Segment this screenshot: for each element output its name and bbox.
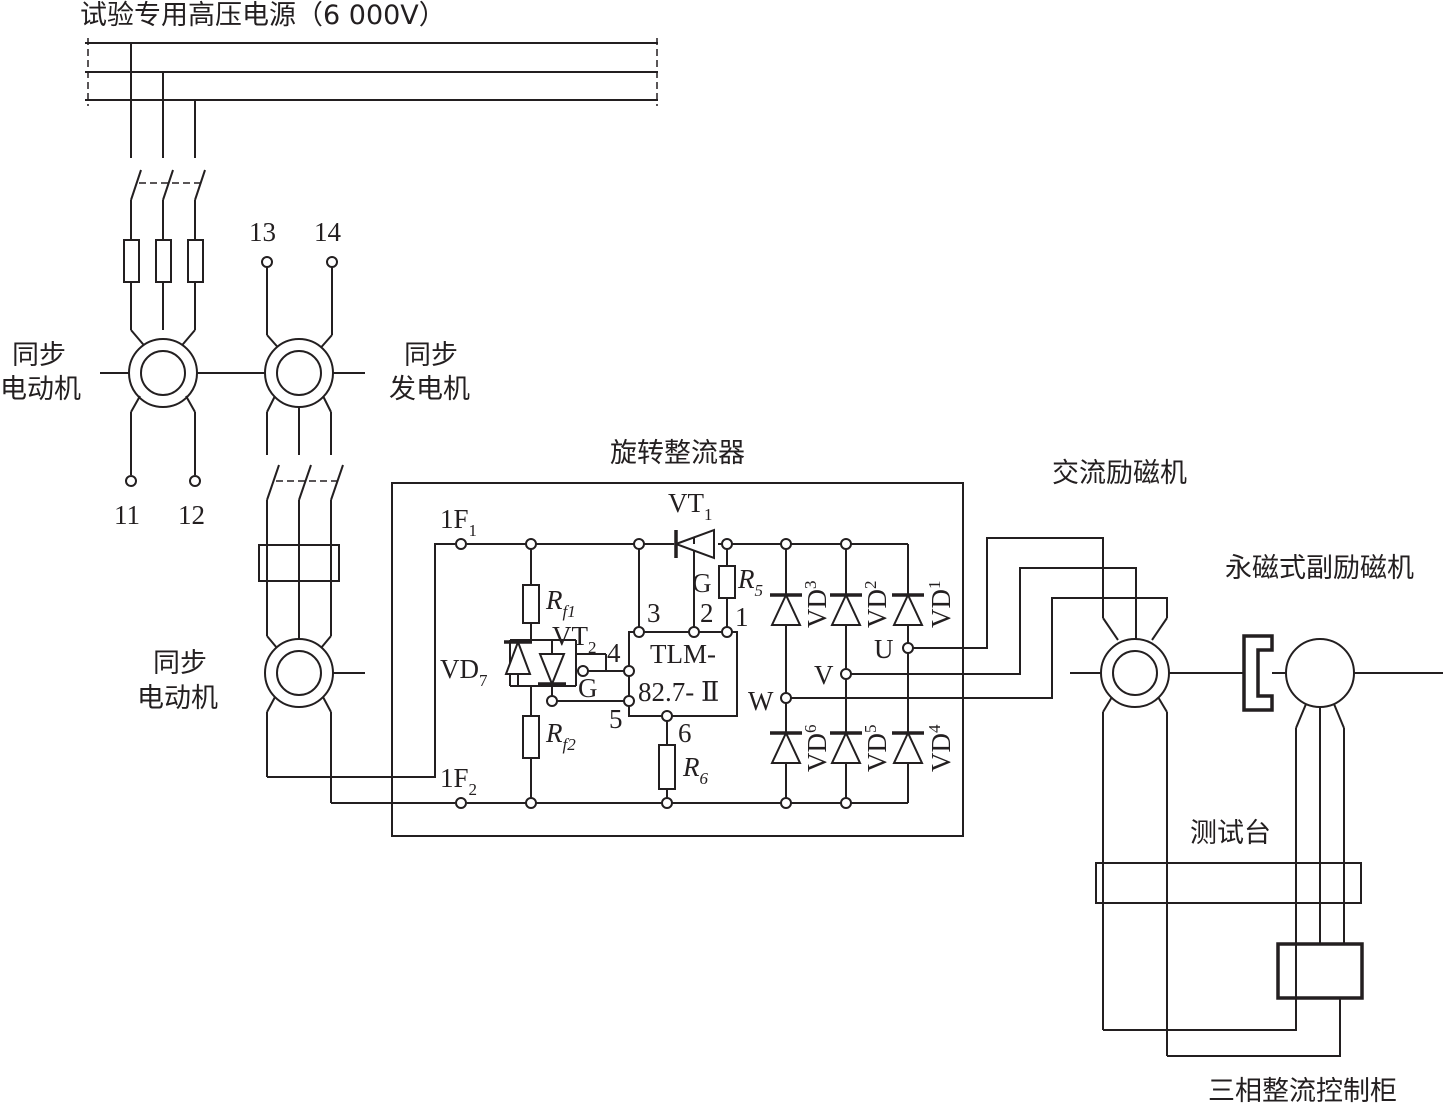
fuse-1 (123, 239, 140, 283)
pin-3: 3 (647, 598, 661, 628)
motor1-label-line1: 同步 (12, 340, 66, 371)
diode-vd3 (770, 592, 802, 626)
motor2-label-line2: 电动机 (137, 683, 218, 714)
sync-generator (261, 256, 365, 648)
phase-v: V (814, 660, 834, 690)
pin-4: 4 (607, 638, 621, 668)
motor1-supply-lines (130, 43, 206, 330)
fuse-2 (155, 239, 172, 283)
tlm-label-line1: TLM- (650, 639, 716, 669)
terminal-11: 11 (114, 500, 140, 530)
junction-nodes (525, 538, 852, 809)
vd4-label: VD4 (925, 724, 956, 772)
vd6-label: VD6 (801, 725, 832, 773)
pin-5: 5 (609, 704, 623, 734)
control-cabinet-label: 三相整流控制柜 (1208, 1076, 1397, 1106)
ac-exciter-label: 交流励磁机 (1052, 458, 1187, 489)
busbars (85, 38, 658, 106)
gate-g-top: G (692, 568, 712, 598)
pin-6: 6 (678, 718, 692, 748)
vt1-label: VT1 (668, 488, 713, 524)
motor2-label-line1: 同步 (153, 648, 207, 679)
r6-label: R6 (682, 752, 709, 788)
gate-g-mid: G (578, 673, 598, 703)
tlm-label-line2: 82.7- Ⅱ (638, 677, 719, 707)
pm-exciter-label: 永磁式副励磁机 (1225, 553, 1414, 584)
three-phase-rectifier-cabinet (1276, 942, 1364, 1000)
phase-wires (791, 537, 1168, 699)
sync-motor-2 (264, 635, 365, 803)
coupling (1242, 634, 1274, 712)
generator-label-line1: 同步 (404, 340, 458, 371)
rf2-label: Rf2 (545, 718, 576, 754)
pin-1: 1 (735, 602, 749, 632)
tlm-pins (623, 626, 733, 722)
generator-label-line2: 发电机 (389, 374, 470, 405)
resistor-r6 (658, 744, 676, 790)
diode-vd7 (504, 639, 532, 686)
diode-vd2 (830, 592, 862, 626)
sync-motor-1 (100, 329, 265, 487)
diode-vd1 (892, 592, 924, 626)
phase-u: U (874, 634, 894, 664)
terminal-14: 14 (314, 217, 342, 247)
resistor-r5 (718, 565, 736, 599)
field-terminal-1f2: 1F2 (440, 763, 477, 799)
diode-vd6 (770, 730, 802, 764)
vt2-label: VT2 (552, 621, 597, 657)
terminal-12: 12 (178, 500, 205, 530)
vd3-label: VD3 (801, 581, 832, 629)
vd1-label: VD1 (925, 581, 956, 629)
terminal-13: 13 (249, 217, 276, 247)
rectifier-label: 旋转整流器 (610, 438, 745, 469)
pm-sub-exciter (1285, 638, 1443, 1030)
pin-2: 2 (700, 598, 714, 628)
rf1-label: Rf1 (545, 585, 576, 621)
diode-vd4 (892, 730, 924, 764)
field-terminal-1f1: 1F1 (440, 504, 477, 540)
test-bench (1095, 862, 1362, 904)
resistor-rf2 (522, 715, 540, 759)
resistor-rf1 (522, 584, 540, 624)
phase-w: W (748, 686, 774, 716)
diode-vd5 (830, 730, 862, 764)
fuse-3 (187, 239, 204, 283)
vd2-label: VD2 (861, 581, 892, 629)
vd7-label: VD7 (440, 654, 488, 690)
r5-label: R5 (737, 564, 763, 600)
thyristor-vt1 (673, 528, 715, 560)
power-source-title: 试验专用高压电源（6 000V） (80, 0, 446, 31)
thyristor-vt2 (538, 640, 566, 687)
motor1-label-line2: 电动机 (0, 374, 81, 405)
test-bench-label: 测试台 (1190, 818, 1271, 849)
vd5-label: VD5 (861, 725, 892, 773)
rotating-rectifier-box (391, 482, 964, 837)
